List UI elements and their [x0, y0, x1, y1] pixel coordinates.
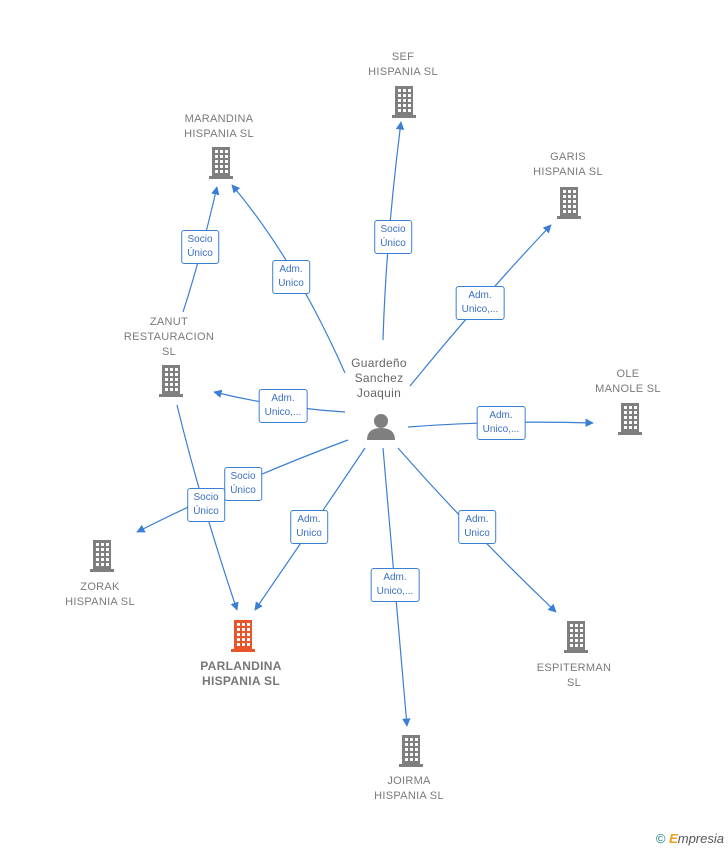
edge-label-zanut-to-parlandina[interactable]: Socio Único	[187, 488, 225, 522]
edge-label-person-to-garis[interactable]: Adm. Unico,...	[455, 286, 505, 320]
building-icon-garis[interactable]	[557, 187, 581, 219]
edge-label-person-to-zanut[interactable]: Adm. Unico,...	[258, 389, 308, 423]
building-icon-espiterman[interactable]	[564, 621, 588, 653]
company-label-sef[interactable]: SEF HISPANIA SL	[368, 51, 438, 78]
building-icon-sef[interactable]	[392, 86, 416, 118]
edge-label-person-to-ole[interactable]: Adm. Unico,...	[476, 406, 526, 440]
building-icon-joirma[interactable]	[399, 735, 423, 767]
footer-brand: © Empresia	[656, 831, 724, 846]
person-icon[interactable]	[367, 414, 395, 440]
edge-label-zanut-to-marandina[interactable]: Socio Único	[181, 230, 219, 264]
building-icon-parlandina[interactable]	[231, 620, 255, 652]
building-icon-ole[interactable]	[618, 403, 642, 435]
copyright-symbol: ©	[655, 831, 666, 846]
building-icon-zorak[interactable]	[90, 540, 114, 572]
edge-label-person-to-marandina[interactable]: Adm. Unico	[272, 260, 310, 294]
company-label-espiterman[interactable]: ESPITERMAN SL	[536, 662, 612, 689]
company-label-garis[interactable]: GARIS HISPANIA SL	[533, 151, 603, 178]
building-icon-marandina[interactable]	[209, 147, 233, 179]
company-label-marandina[interactable]: MARANDINA HISPANIA SL	[184, 113, 254, 140]
building-icon-zanut[interactable]	[159, 365, 183, 397]
brand-logo: Empresia	[669, 831, 724, 846]
edge-label-person-to-sef[interactable]: Socio Único	[374, 220, 412, 254]
edge-label-person-to-parlandina[interactable]: Adm. Unico	[290, 510, 328, 544]
company-label-zanut[interactable]: ZANUT RESTAURACION SL	[123, 316, 215, 358]
company-label-zorak[interactable]: ZORAK HISPANIA SL	[65, 581, 135, 608]
company-label-joirma[interactable]: JOIRMA HISPANIA SL	[374, 775, 444, 802]
edge-label-person-to-espiterman[interactable]: Adm. Unico	[458, 510, 496, 544]
edge-label-person-to-joirma[interactable]: Adm. Unico,...	[370, 568, 420, 602]
company-label-parlandina[interactable]: PARLANDINA HISPANIA SL	[200, 659, 282, 688]
edge-label-person-to-zorak[interactable]: Socio Único	[224, 467, 262, 501]
company-label-ole[interactable]: OLE MANOLE SL	[595, 368, 661, 395]
person-label[interactable]: Guardeño Sanchez Joaquin	[351, 356, 407, 400]
